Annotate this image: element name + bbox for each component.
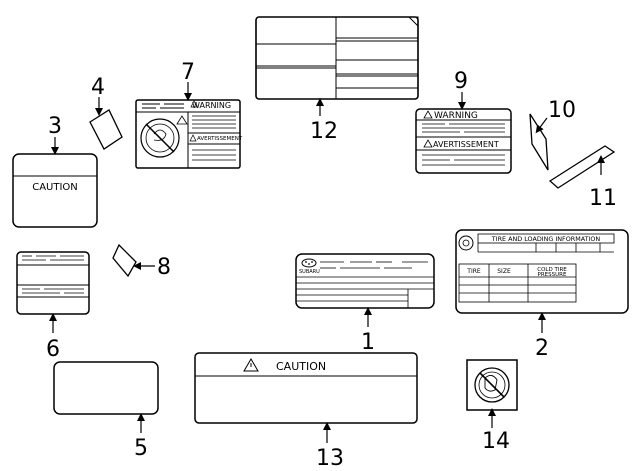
tire-col-pressure-1: COLD TIRE bbox=[537, 267, 567, 273]
label-12 bbox=[255, 16, 419, 100]
tire-col-tire: TIRE bbox=[466, 268, 481, 275]
tire-title: TIRE AND LOADING INFORMATION bbox=[491, 235, 601, 243]
label-14 bbox=[466, 359, 518, 411]
callout-2: 2 bbox=[535, 336, 549, 361]
leader-10 bbox=[535, 117, 548, 134]
label-3: CAUTION bbox=[12, 153, 98, 228]
warning-text-9: WARNING bbox=[434, 111, 478, 121]
label-1: SUBARU bbox=[295, 253, 435, 309]
tire-col-pressure-2: PRESSURE bbox=[538, 272, 567, 278]
callout-6: 6 bbox=[46, 337, 60, 362]
label-4 bbox=[89, 109, 123, 150]
label-10 bbox=[529, 113, 549, 171]
label-13: CAUTION bbox=[194, 352, 418, 424]
label-11 bbox=[548, 145, 616, 189]
callout-14: 14 bbox=[482, 429, 510, 454]
label-8 bbox=[112, 243, 137, 278]
avertissement-text-9: AVERTISSEMENT bbox=[433, 140, 499, 149]
callout-10: 10 bbox=[548, 98, 576, 123]
callout-9: 9 bbox=[454, 69, 468, 94]
tire-col-size: SIZE bbox=[497, 268, 511, 275]
callout-11: 11 bbox=[589, 186, 617, 211]
label-6 bbox=[16, 251, 90, 315]
label-9: WARNING AVERTISSEMENT bbox=[415, 108, 512, 174]
label-5 bbox=[53, 361, 159, 415]
callout-4: 4 bbox=[91, 75, 105, 100]
label-2: TIRE AND LOADING INFORMATION TIRE SIZE C… bbox=[455, 229, 629, 314]
avertissement-text-7: AVERTISSEMENT bbox=[197, 136, 243, 142]
warning-text-7: WARNING bbox=[192, 101, 231, 110]
label-7: WARNING AVERTISSEMENT bbox=[135, 99, 243, 169]
caution-text-3: CAUTION bbox=[32, 182, 78, 193]
subaru-text: SUBARU bbox=[299, 269, 320, 275]
caution-text-13: CAUTION bbox=[276, 360, 326, 373]
callout-1: 1 bbox=[361, 330, 375, 355]
callout-7: 7 bbox=[181, 60, 195, 85]
callout-3: 3 bbox=[48, 114, 62, 139]
callout-8: 8 bbox=[157, 255, 171, 280]
callout-5: 5 bbox=[134, 436, 148, 461]
callout-12: 12 bbox=[310, 119, 338, 144]
callout-13: 13 bbox=[316, 446, 344, 471]
